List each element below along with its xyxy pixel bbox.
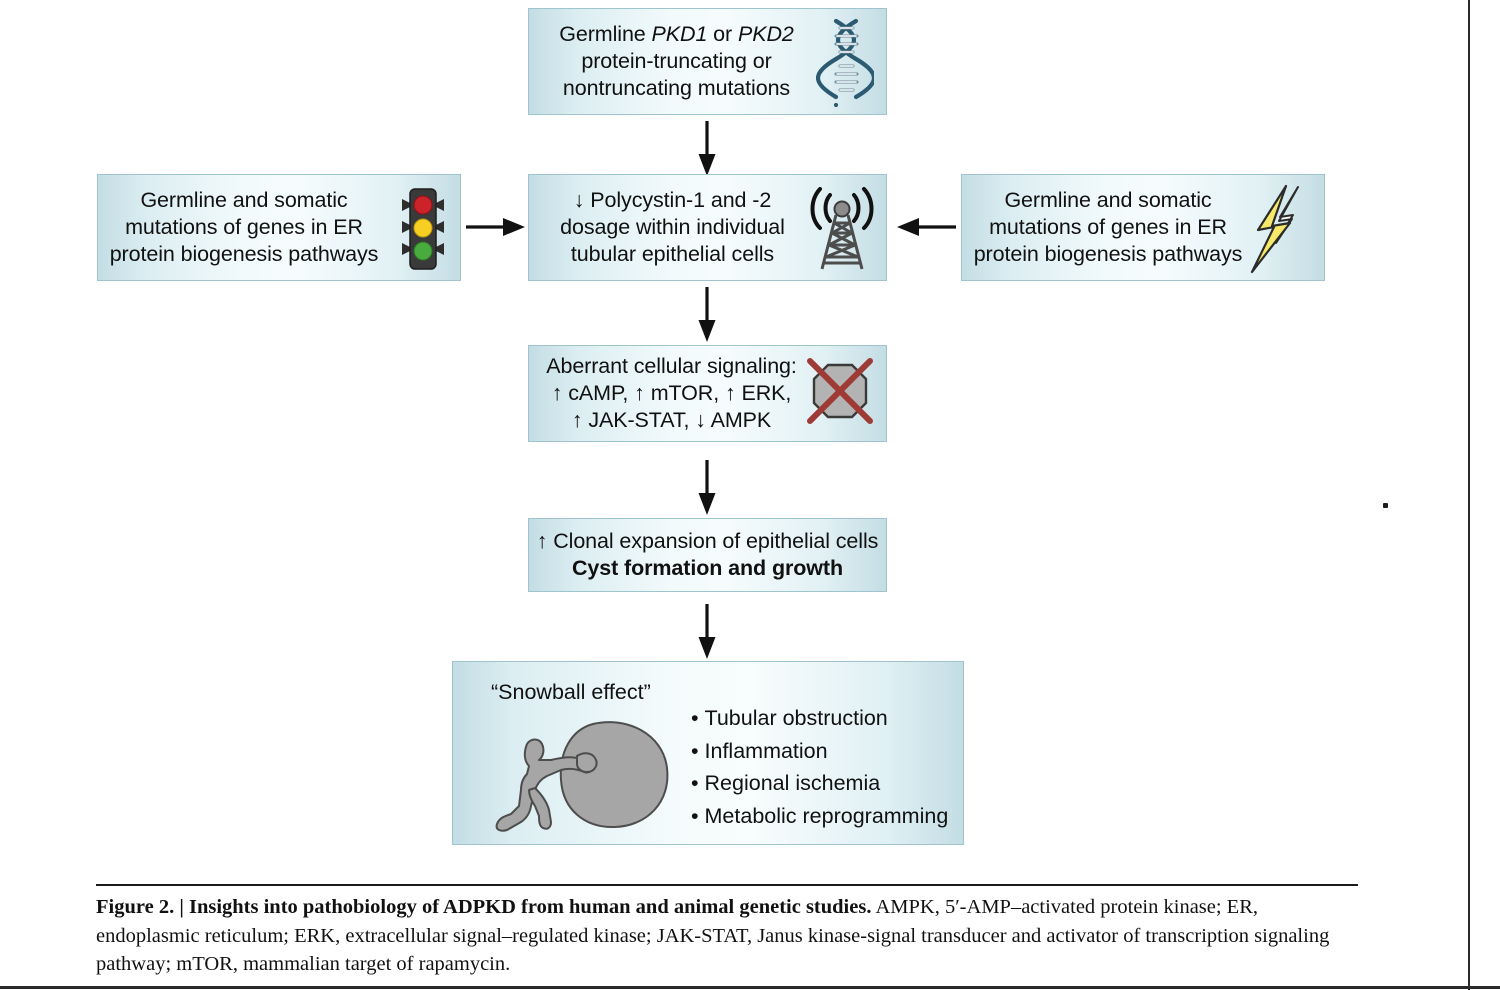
arrow-signaling-to-clonal — [692, 460, 722, 516]
arrow-polycystin-to-signaling — [692, 287, 722, 343]
snowball-label: “Snowball effect” — [491, 680, 651, 704]
box-aberrant-signaling: Aberrant cellular signaling:↑ cAMP, ↑ mT… — [528, 345, 887, 442]
arrow-top-to-polycystin — [692, 121, 722, 177]
page-right-edge — [1468, 0, 1470, 990]
snowball-bullet-item: • Regional ischemia — [691, 767, 948, 800]
snowball-bullet-label: Metabolic reprogramming — [704, 803, 949, 828]
page-bottom-edge — [0, 986, 1500, 989]
snowball-bullet-label: Tubular obstruction — [704, 706, 888, 730]
caption-body: AMPK, 5′-AMP–activated protein kinase; E… — [96, 896, 1330, 975]
snowball-bullet-list: • Tubular obstruction• Inflammation• Reg… — [691, 702, 948, 832]
bullet-dot-icon: • — [691, 771, 705, 795]
box-snowball-effect: “Snowball effect” • Tubular obstruction•… — [452, 661, 964, 845]
box-aberrant-signaling-text: Aberrant cellular signaling:↑ cAMP, ↑ mT… — [546, 354, 797, 432]
snowball-bullet-item: • Tubular obstruction — [691, 702, 948, 735]
bullet-dot-icon: • — [691, 803, 705, 828]
caption-separator: | — [179, 896, 184, 918]
scan-speck — [1383, 503, 1388, 508]
snowball-bullet-item: • Inflammation — [691, 735, 948, 768]
arrow-left-to-polycystin — [466, 212, 526, 242]
snowball-bullet-item: • Metabolic reprogramming — [691, 800, 948, 833]
figure-caption: Figure 2. | Insights into pathobiology o… — [96, 893, 1358, 979]
caption-figure-label: Figure 2. — [96, 896, 175, 918]
snowball-bullet-label: Inflammation — [704, 738, 828, 763]
snowball-bullet-label: Regional ischemia — [704, 771, 881, 795]
bullet-dot-icon: • — [691, 738, 705, 763]
arrow-clonal-to-snowball — [692, 604, 722, 660]
sisyphus-boulder-icon — [481, 710, 691, 835]
bullet-dot-icon: • — [691, 706, 705, 730]
caption-title: Insights into pathobiology of ADPKD from… — [188, 896, 872, 918]
caption-divider — [96, 884, 1358, 886]
arrow-right-to-polycystin — [896, 212, 956, 242]
